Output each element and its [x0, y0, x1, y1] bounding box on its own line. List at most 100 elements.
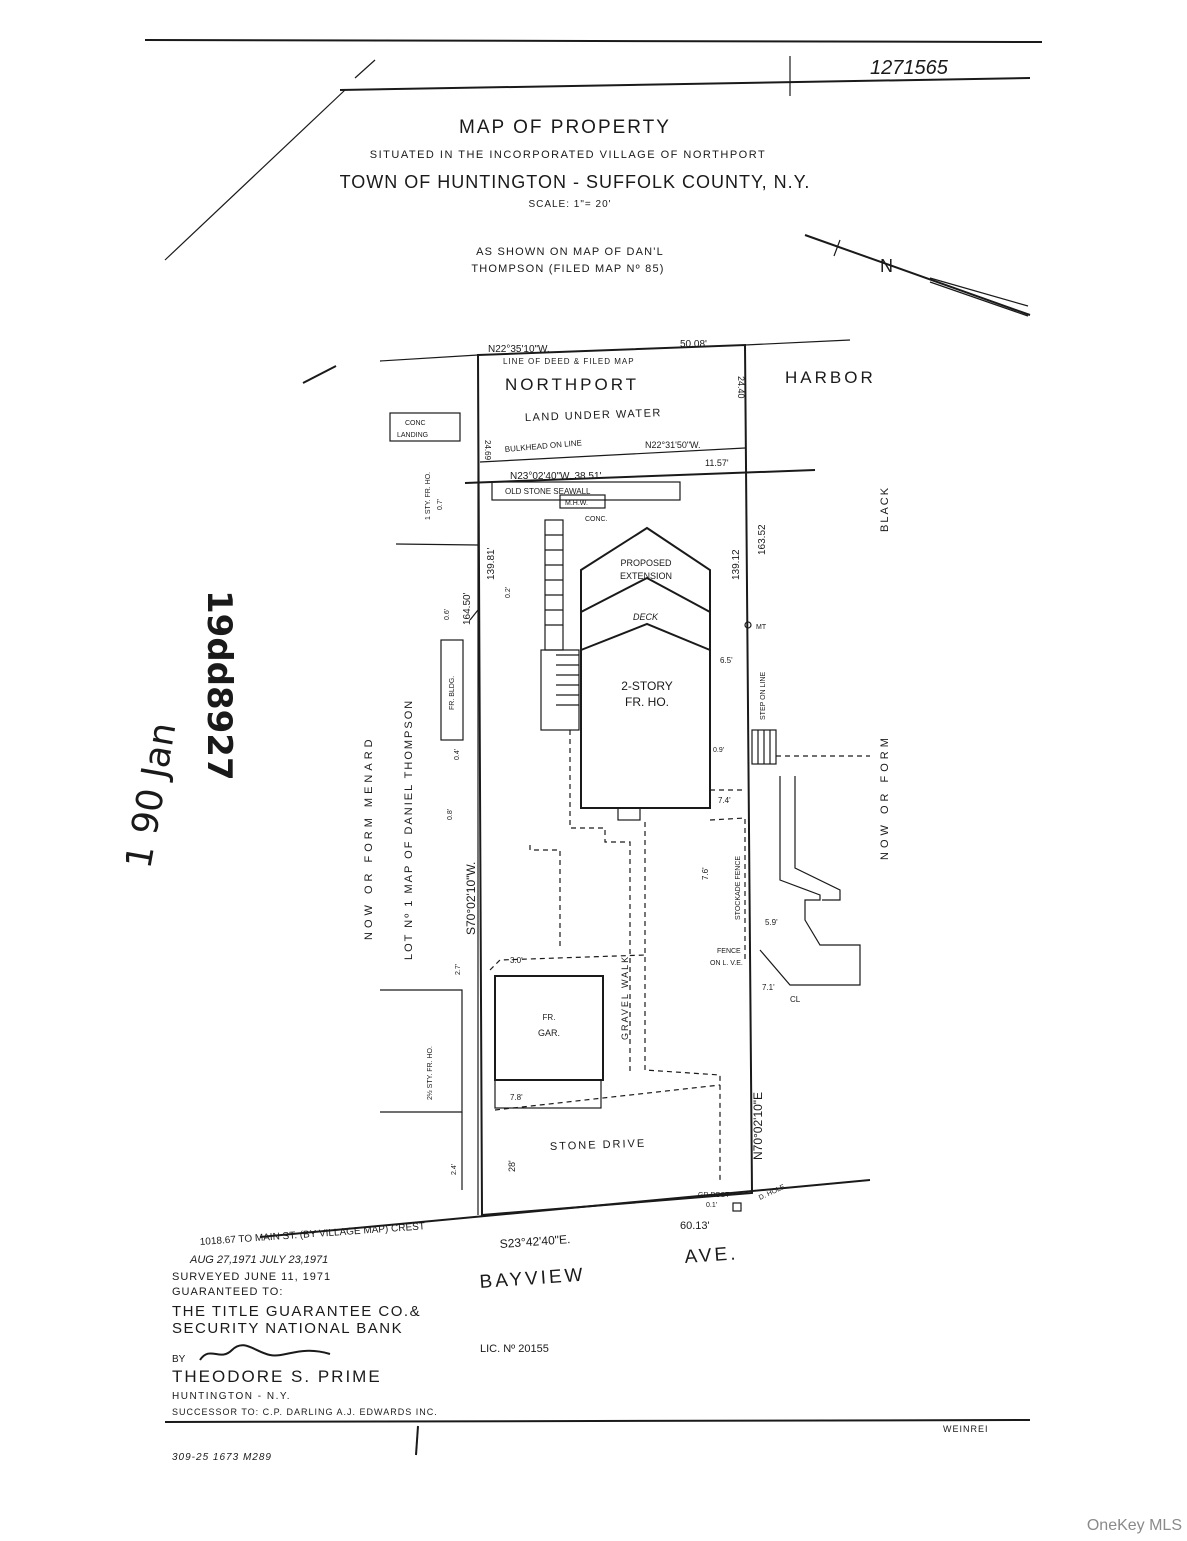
conc-landing — [389, 412, 461, 442]
dist-2440: 24.40 — [736, 376, 746, 399]
street-line — [259, 1179, 871, 1238]
black-label: BLACK — [879, 486, 891, 532]
handwritten-note-b: 1 90 Jan — [118, 720, 184, 872]
bottom-tick — [415, 1425, 419, 1456]
shown-on-line-2: THOMPSON (FILED MAP Nº 85) — [471, 263, 664, 275]
fence-label-1: FENCE — [717, 948, 741, 955]
walk-path-1 — [569, 730, 631, 1075]
conc-label: CONC. — [585, 516, 608, 523]
lot-no-label: LOT Nº 1 MAP OF DANIEL THOMPSON — [403, 699, 415, 960]
lic-line: LIC. Nº 20155 — [480, 1343, 549, 1355]
stockade-label: STOCKADE FENCE — [735, 856, 742, 920]
d78-label: 7.8' — [510, 1093, 523, 1102]
by-label: BY — [172, 1354, 186, 1365]
east-line — [744, 344, 753, 1194]
ref-line: 309-25 1673 M289 — [172, 1452, 272, 1463]
gr-post-marker — [732, 1202, 742, 1212]
bearing-n22: N22°31'50"W. — [645, 440, 701, 450]
stone-drive-label: STONE DRIVE — [550, 1138, 647, 1153]
east-bearing: N70°02'10"E — [751, 1092, 765, 1160]
d08-label: 0.8' — [447, 809, 454, 820]
doc-number: 1271565 — [870, 57, 949, 79]
watermark: OneKey MLS — [1087, 1517, 1182, 1534]
walk-path-2 — [644, 822, 721, 1180]
scale-line: SCALE: 1"= 20' — [528, 199, 611, 210]
diagonal-corner-line — [164, 89, 346, 261]
shown-on-line-1: AS SHOWN ON MAP OF DAN'L — [476, 246, 664, 258]
dist-16450: 164.50' — [462, 592, 473, 625]
mt-marker — [744, 621, 752, 629]
proposed-label-1: PROPOSED — [620, 558, 672, 568]
mhw-label: M.H.W. — [565, 500, 588, 507]
fr-bldg — [440, 639, 464, 741]
top-border-line-2 — [339, 77, 1031, 91]
ave-label: AVE. — [684, 1243, 739, 1268]
garage-label-1: FR. — [543, 1013, 556, 1022]
bayview-label: BAYVIEW — [479, 1265, 586, 1293]
two-sty-house — [380, 989, 463, 1113]
one-sty: 1 STY. FR. HO. — [425, 472, 432, 520]
bottom-border-line — [164, 1419, 1031, 1423]
d74-label: 7.4' — [718, 796, 731, 805]
garage-label-2: GAR. — [538, 1028, 560, 1038]
north-bearing: N22°35'10"W. — [488, 344, 550, 355]
deck-label: DECK — [633, 612, 659, 622]
garage-walk — [489, 954, 646, 971]
stairs — [540, 519, 580, 731]
two-sty-label: 2½ STY. FR. HO. — [426, 1046, 434, 1100]
proposed-label-2: EXTENSION — [620, 571, 672, 581]
garage-apron — [494, 1079, 602, 1109]
fence-label-2: ON L. V.E. — [710, 960, 743, 967]
harbor-line-right — [744, 339, 851, 346]
d65-label: 6.5' — [720, 656, 733, 665]
dist-13981: 139.81' — [486, 547, 497, 580]
west-bearing: S70°02'10"W. — [464, 862, 478, 935]
surveyor-city: HUNTINGTON - N.Y. — [172, 1391, 291, 1402]
d04-label: 0.4' — [454, 749, 461, 760]
cl-label: CL — [790, 995, 801, 1004]
house-outline — [580, 526, 711, 809]
neighbor-line-1 — [395, 543, 479, 546]
stray-mark — [302, 365, 337, 384]
deck-line — [580, 622, 711, 651]
neighbor-drive-outline — [759, 776, 861, 986]
bank-line: SECURITY NATIONAL BANK — [172, 1320, 403, 1337]
d30-label: 3.0' — [510, 956, 523, 965]
stockade-line — [709, 817, 746, 960]
d28-label: 28' — [507, 1160, 517, 1172]
diagonal-tick — [354, 59, 376, 79]
handwritten-note-a: 19dd8927 — [199, 590, 239, 781]
south-bearing: S23°42'40"E. — [499, 1232, 571, 1251]
mhw-box — [559, 494, 606, 509]
fr-bldg-label: FR. BLDG. — [449, 676, 456, 710]
d76-label: 7.6' — [701, 867, 710, 880]
bulkhead-line — [479, 447, 746, 463]
page-title: MAP OF PROPERTY — [459, 117, 671, 138]
d-hole-label: D. HOLE — [758, 1183, 787, 1201]
d27-label: 2.7' — [455, 964, 462, 975]
d09-label: 0.9' — [713, 747, 724, 754]
now-or-form-right: NOW OR FORM — [879, 734, 891, 860]
successor-line: SUCCESSOR TO: C.P. DARLING A.J. EDWARDS … — [172, 1407, 438, 1417]
conc-landing-label-2: LANDING — [397, 432, 428, 439]
top-border-line — [144, 39, 1043, 43]
guaranteed-line: GUARANTEED TO: — [172, 1286, 283, 1298]
d02-label: 0.2' — [505, 587, 512, 598]
land-under-water: LAND UNDER WATER — [525, 407, 662, 424]
house-label-2: FR. HO. — [625, 695, 669, 709]
north-dist: 50.08' — [680, 339, 707, 350]
now-or-form-left: NOW OR FORM MENARD — [363, 735, 375, 940]
northport-label: NORTHPORT — [505, 375, 639, 394]
d06-label: 0.6' — [444, 609, 451, 620]
north-arrow: N — [804, 234, 1031, 317]
conc-landing-label-1: CONC — [405, 420, 426, 427]
weinrei-label: WEINREI — [943, 1424, 989, 1434]
dist-2469: 24.69 — [483, 440, 492, 461]
step-on-line-steps — [751, 729, 777, 765]
dist-16352: 163.52 — [757, 524, 768, 555]
d07-label: 0.7' — [437, 499, 444, 510]
step-on-line: STEP ON LINE — [760, 672, 767, 720]
line-of-deed: LINE OF DEED & FILED MAP — [503, 357, 635, 366]
house-label-1: 2-STORY — [621, 679, 673, 693]
